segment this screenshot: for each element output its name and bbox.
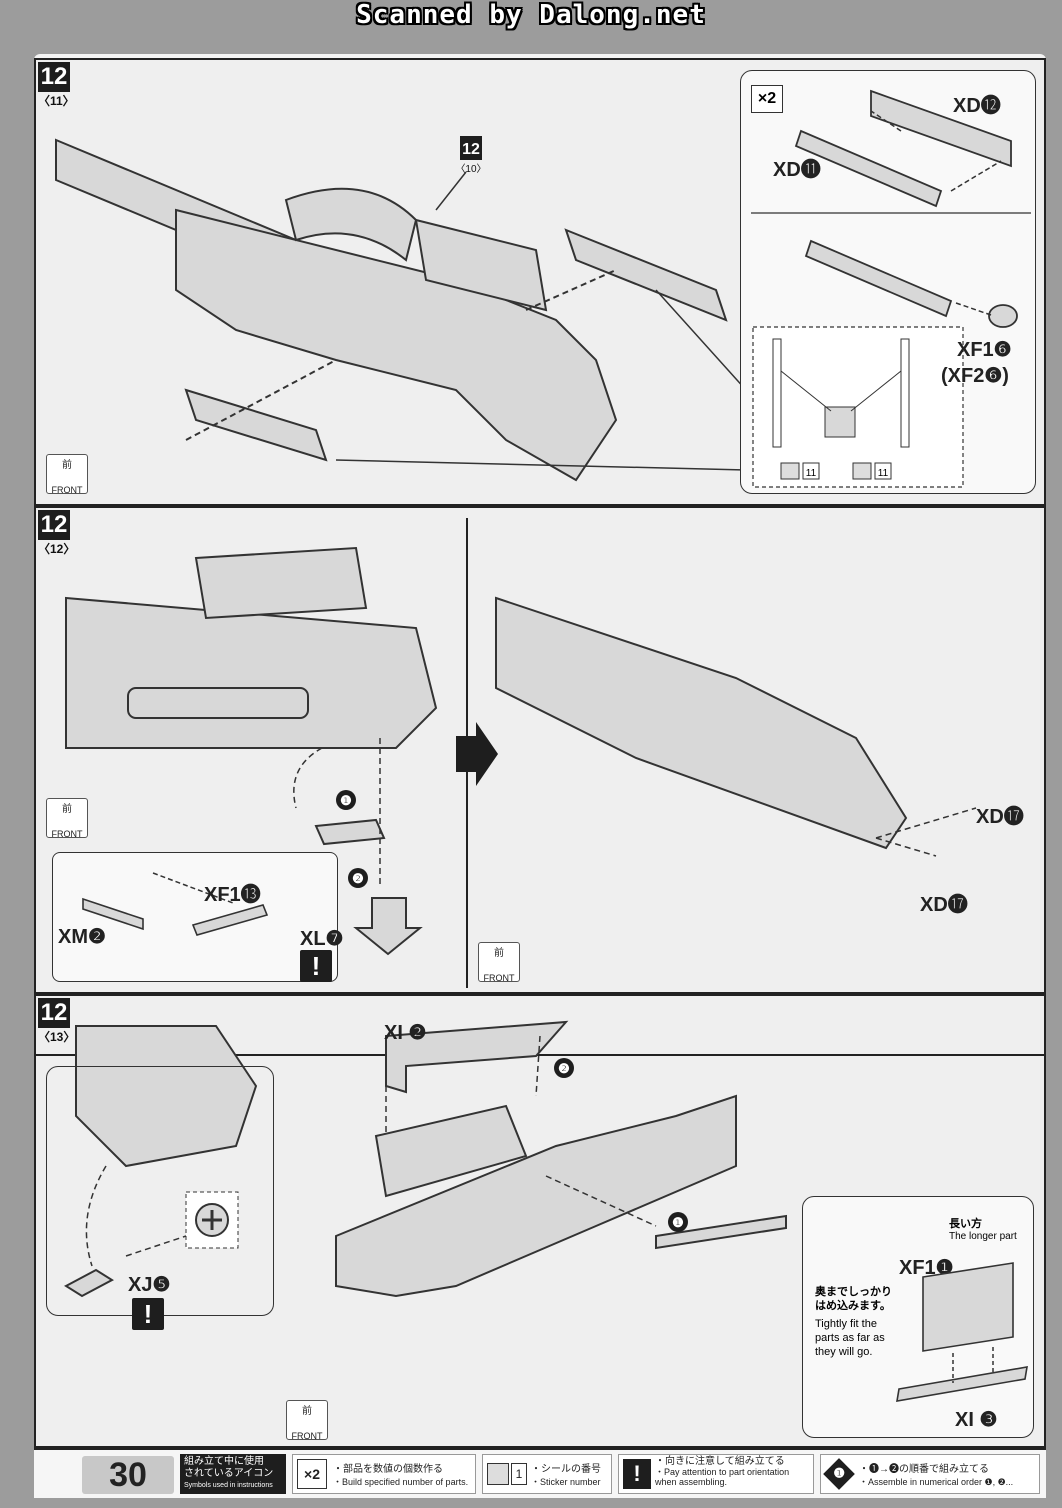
legend-sticker: 1 ・シールの番号・Sticker number <box>482 1454 612 1494</box>
closeup-housing <box>75 1025 258 1168</box>
order-marker-1: ❶ <box>340 793 352 808</box>
label-xl7: XL❼ <box>300 928 344 950</box>
sticker-icon <box>487 1463 509 1485</box>
legend-order: ❶ ・❶→❷の順番で組み立てる・Assemble in numerical or… <box>820 1454 1040 1494</box>
comb-fit-drawing <box>896 1262 1028 1402</box>
label-xf11: XF1❶ <box>899 1257 954 1279</box>
ammo-drum <box>284 187 418 262</box>
next-arrow-icon <box>456 722 498 786</box>
grip-closeup <box>194 546 368 620</box>
lever-part <box>127 687 309 719</box>
grip-plate <box>374 1104 528 1198</box>
part-xm2 <box>82 897 144 931</box>
part-xd11 <box>794 129 943 208</box>
symbols-heading: 組み立て中に使用 されているアイコン Symbols used in instr… <box>180 1454 286 1494</box>
legend-multiplier: ×2 ・部品を数値の個数作る・Build specified number of… <box>292 1454 476 1494</box>
label-xd11: XD⓫ <box>773 159 821 181</box>
label-xd17-lower: XD⓱ <box>920 894 968 916</box>
gun-closeup <box>65 596 438 749</box>
scan-watermark: Scanned by Dalong.net <box>356 0 706 30</box>
label-xf26: (XF2❻) <box>941 365 1009 387</box>
sticker-number-right: 11 <box>878 468 889 479</box>
order-legend-icon: ❶ <box>823 1458 855 1490</box>
label-xd17-upper: XD⓱ <box>976 806 1024 828</box>
order-marker-1: ❶ <box>672 1215 684 1230</box>
gun-assembled <box>495 596 908 850</box>
panel-rule <box>36 1054 1044 1056</box>
attention-icon: ! <box>300 950 332 982</box>
attention-legend-icon: ! <box>623 1459 651 1489</box>
page-number: 30 <box>82 1456 174 1494</box>
order-marker-2: ❷ <box>558 1061 570 1076</box>
multiplier-badge: ×2 <box>751 85 783 113</box>
label-xd12: XD⓬ <box>953 95 1001 117</box>
multiplier-icon: ×2 <box>297 1459 327 1489</box>
step-badge: 12 〈13〉 <box>38 998 76 1044</box>
part-xd12 <box>870 89 1012 168</box>
part-xf16 <box>988 304 1018 328</box>
ref-step-number: 12 <box>462 141 480 158</box>
sub-assembly-drawing: 11 11 <box>751 89 1031 488</box>
barrel-part-left <box>184 388 328 462</box>
gun-body <box>175 208 618 482</box>
longer-part-ja: 長い方 <box>949 1218 982 1230</box>
part-assembled <box>804 239 953 318</box>
part-xf113 <box>191 904 269 936</box>
step-badge: 12 〈11〉 <box>38 62 75 108</box>
ref-step-sub: 〈10〉 <box>455 163 486 175</box>
label-xm2: XM❷ <box>58 926 106 948</box>
fit-note-en: Tightly fit the parts as far as they wil… <box>815 1318 885 1358</box>
pusher-tool <box>353 897 423 956</box>
label-xi3: XI ❸ <box>955 1409 998 1431</box>
sticker-number-icon: 1 <box>511 1463 527 1485</box>
step-panel-11: 12 〈11〉 12 〈10〉 ×2 <box>34 58 1046 506</box>
step-panel-12: 12 〈12〉 ❶ ❷ XF1⓭ XM❷ <box>34 506 1046 994</box>
order-marker-2: ❷ <box>352 871 364 886</box>
legend-attention: ! ・向きに注意して組み立てる・Pay attention to part or… <box>618 1454 814 1494</box>
pin-part <box>314 818 386 846</box>
label-xf16: XF1❻ <box>957 339 1012 361</box>
longer-part-en: The longer part <box>949 1231 1017 1242</box>
label-xi2: XI ❷ <box>384 1022 427 1044</box>
sticker-number-left: 11 <box>806 468 817 479</box>
gun-body <box>335 1094 737 1298</box>
label-xf113: XF1⓭ <box>204 884 261 906</box>
part-xj5 <box>64 1268 114 1298</box>
label-xj5: XJ❺ <box>128 1274 171 1296</box>
longer-part-inset: 長い方 The longer part XF1❶ 奥までしっかり はめ込みます。… <box>802 1196 1034 1438</box>
part-xf11-comb <box>655 1214 787 1250</box>
step-badge: 12 〈12〉 <box>38 510 76 556</box>
pin-assembly-inset <box>52 852 338 982</box>
symbols-legend-footer: 30 組み立て中に使用 されているアイコン Symbols used in in… <box>34 1448 1046 1498</box>
step-11-assembly-drawing: 12 〈10〉 <box>55 136 747 482</box>
sub-assembly-inset: ×2 11 11 XD⓬ XD <box>740 70 1036 494</box>
step-12-assembly-drawing: ❶ ❷ <box>65 546 977 956</box>
barrel-part-right <box>564 228 728 322</box>
fit-note-ja: 奥までしっかり はめ込みます。 <box>815 1286 892 1312</box>
step-13-assembly-drawing: ❶ ❷ <box>64 1020 787 1298</box>
grip-plate <box>414 218 548 312</box>
attention-icon: ! <box>132 1298 164 1330</box>
